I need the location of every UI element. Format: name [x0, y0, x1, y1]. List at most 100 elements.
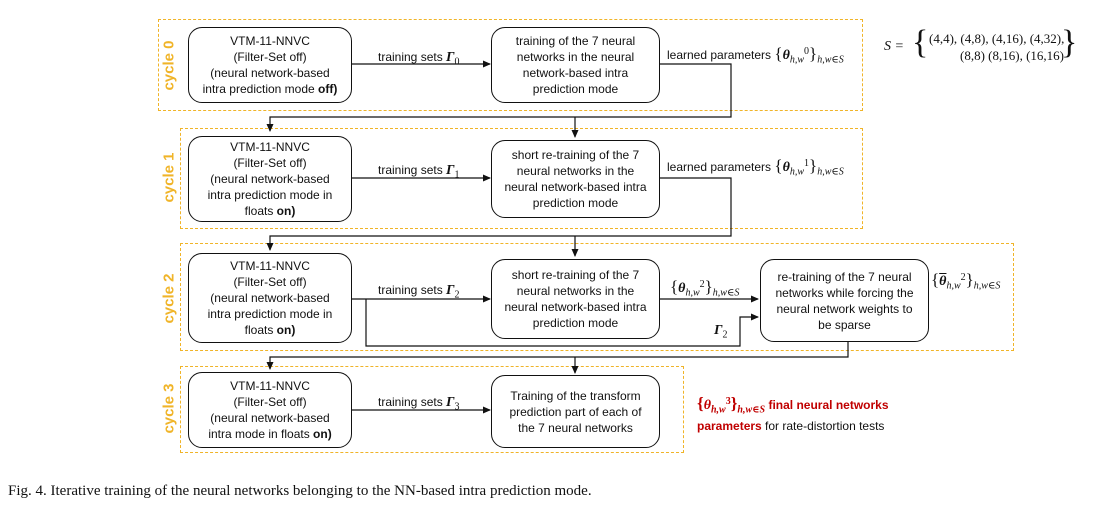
gamma-symbol: Γ — [446, 395, 455, 410]
training-line: prediction part of each of — [509, 404, 642, 419]
theta-subscript: h,w — [685, 287, 700, 299]
training-sets-label-0: training sets Γ0 — [378, 50, 460, 67]
training-box-cycle-0: training of the 7 neural networks in the… — [491, 27, 660, 103]
output-label-cycle-0: learned parameters {θh,w0}h,w∈S — [667, 44, 844, 66]
theta-subscript: h,w — [710, 404, 726, 416]
vtm-line: (Filter-Set off) — [233, 50, 307, 64]
theta-superscript: 2 — [699, 279, 705, 290]
gamma-subscript: 2 — [454, 289, 460, 301]
gamma-subscript: 1 — [454, 169, 460, 181]
gamma-subscript: 3 — [454, 401, 460, 413]
vtm-line: (neural network-based — [210, 291, 330, 305]
set-left-brace: { — [912, 24, 929, 61]
gamma-symbol: Γ — [446, 283, 455, 298]
set-subscript: h,w∈S — [973, 280, 1001, 292]
vtm-line-bold: on) — [276, 204, 296, 218]
training-line: networks in the neural — [516, 50, 635, 64]
cycle-2-frame — [180, 243, 1014, 351]
vtm-line: intra prediction mode in — [207, 307, 333, 321]
vtm-line: intra mode in floats on) — [208, 426, 331, 442]
set-row-1: (4,4), (4,8), (4,16), (4,32), — [929, 31, 1065, 46]
training-line: network-based intra — [522, 66, 629, 80]
theta-bar-symbol: θ — [939, 274, 947, 289]
training-line: short re-training of the 7 — [511, 148, 640, 162]
theta-symbol: θ — [782, 48, 790, 63]
final-output-label: {θh,w3}h,w∈S final neural networks param… — [697, 393, 889, 435]
set-right-brace: } — [1061, 24, 1078, 61]
output-label-cycle-1: learned parameters {θh,w1}h,w∈S — [667, 156, 844, 178]
training-line: neural networks in the — [516, 164, 635, 178]
sparse-line: networks while forcing the — [775, 285, 914, 300]
gamma-subscript: 0 — [454, 56, 460, 68]
training-sets-text: training sets — [378, 395, 447, 409]
gamma-symbol: Γ — [446, 163, 455, 178]
output-prefix: learned parameters — [667, 160, 772, 174]
vtm-line: VTM-11-NNVC — [230, 259, 310, 273]
vtm-line: intra prediction mode off) — [203, 81, 338, 97]
final-output-line-1: {θh,w3}h,w∈S final neural networks — [697, 394, 889, 416]
cycle-3-frame — [180, 366, 684, 453]
training-box-cycle-2: short re-training of the 7 neural networ… — [491, 259, 660, 339]
vtm-box-cycle-0: VTM-11-NNVC (Filter-Set off) (neural net… — [188, 27, 352, 103]
set-subscript: h,w∈S — [737, 404, 766, 416]
vtm-box-cycle-3: VTM-11-NNVC (Filter-Set off) (neural net… — [188, 372, 352, 448]
theta-superscript: 0 — [804, 46, 810, 57]
vtm-box-cycle-1: VTM-11-NNVC (Filter-Set off) (neural net… — [188, 136, 352, 222]
set-row-2: (8,8) (8,16), (16,16) — [960, 48, 1064, 63]
sparse-line: neural network weights to — [776, 301, 913, 316]
theta-subscript: h,w — [946, 280, 961, 292]
cycle-0-frame — [158, 19, 863, 111]
training-line: the 7 neural networks — [518, 420, 633, 435]
vtm-line-text: intra mode in floats — [208, 427, 314, 441]
mid-params-label-cycle-2: {θh,w2}h,w∈S — [670, 277, 740, 299]
vtm-line: floats on) — [245, 322, 296, 338]
set-subscript: h,w∈S — [817, 166, 844, 178]
set-lhs: S = — [884, 39, 904, 54]
vtm-line-text: intra prediction mode — [202, 82, 319, 96]
theta-symbol: θ — [782, 160, 790, 175]
vtm-line-bold: on) — [276, 323, 296, 337]
vtm-line: VTM-11-NNVC — [230, 140, 310, 154]
final-output-line-2: parameters for rate-distortion tests — [697, 417, 889, 435]
theta-subscript: h,w — [789, 54, 805, 66]
gamma-symbol: Γ — [446, 50, 455, 65]
sparse-line: be sparse — [818, 317, 871, 332]
sparse-retraining-box: re-training of the 7 neural networks whi… — [760, 259, 929, 342]
figure-caption: Fig. 4. Iterative training of the neural… — [8, 483, 592, 499]
theta-subscript: h,w — [789, 166, 805, 178]
final-parameters-text: parameters — [697, 419, 762, 434]
training-sets-text: training sets — [378, 50, 447, 64]
theta-superscript: 3 — [725, 396, 731, 407]
training-line: prediction mode — [532, 316, 619, 330]
training-line: prediction mode — [532, 82, 619, 96]
cycle-1-frame — [180, 128, 863, 229]
training-sets-label-1: training sets Γ1 — [378, 163, 460, 180]
theta-superscript: 2 — [960, 272, 966, 283]
training-sets-text: training sets — [378, 283, 447, 297]
vtm-line: (Filter-Set off) — [233, 156, 307, 170]
theta-symbol: θ — [678, 281, 686, 296]
set-subscript: h,w∈S — [817, 54, 844, 66]
final-networks-text: final neural networks — [768, 398, 889, 412]
vtm-line: (Filter-Set off) — [233, 275, 307, 289]
vtm-line-bold: off) — [318, 82, 338, 96]
vtm-line: VTM-11-NNVC — [230, 379, 310, 393]
vtm-line-bold: on) — [313, 427, 332, 441]
training-line: Training of the transform — [510, 388, 641, 403]
training-line: prediction mode — [532, 196, 619, 210]
training-line: neural networks in the — [516, 284, 635, 298]
training-sets-label-3: training sets Γ3 — [378, 395, 460, 412]
training-line: training of the 7 neural — [515, 34, 636, 48]
set-subscript: h,w∈S — [712, 287, 740, 299]
output-prefix: learned parameters — [667, 48, 772, 62]
training-line: short re-training of the 7 — [511, 268, 640, 282]
training-sets-text: training sets — [378, 163, 447, 177]
training-line: neural network-based intra — [504, 300, 647, 314]
vtm-line: (neural network-based — [210, 66, 330, 80]
sparse-line: re-training of the 7 neural — [777, 269, 912, 284]
vtm-line: (neural network-based — [210, 172, 330, 186]
vtm-line-text: floats — [244, 323, 277, 337]
final-tail-text: for rate-distortion tests — [761, 419, 885, 434]
training-sets-label-2: training sets Γ2 — [378, 283, 460, 300]
